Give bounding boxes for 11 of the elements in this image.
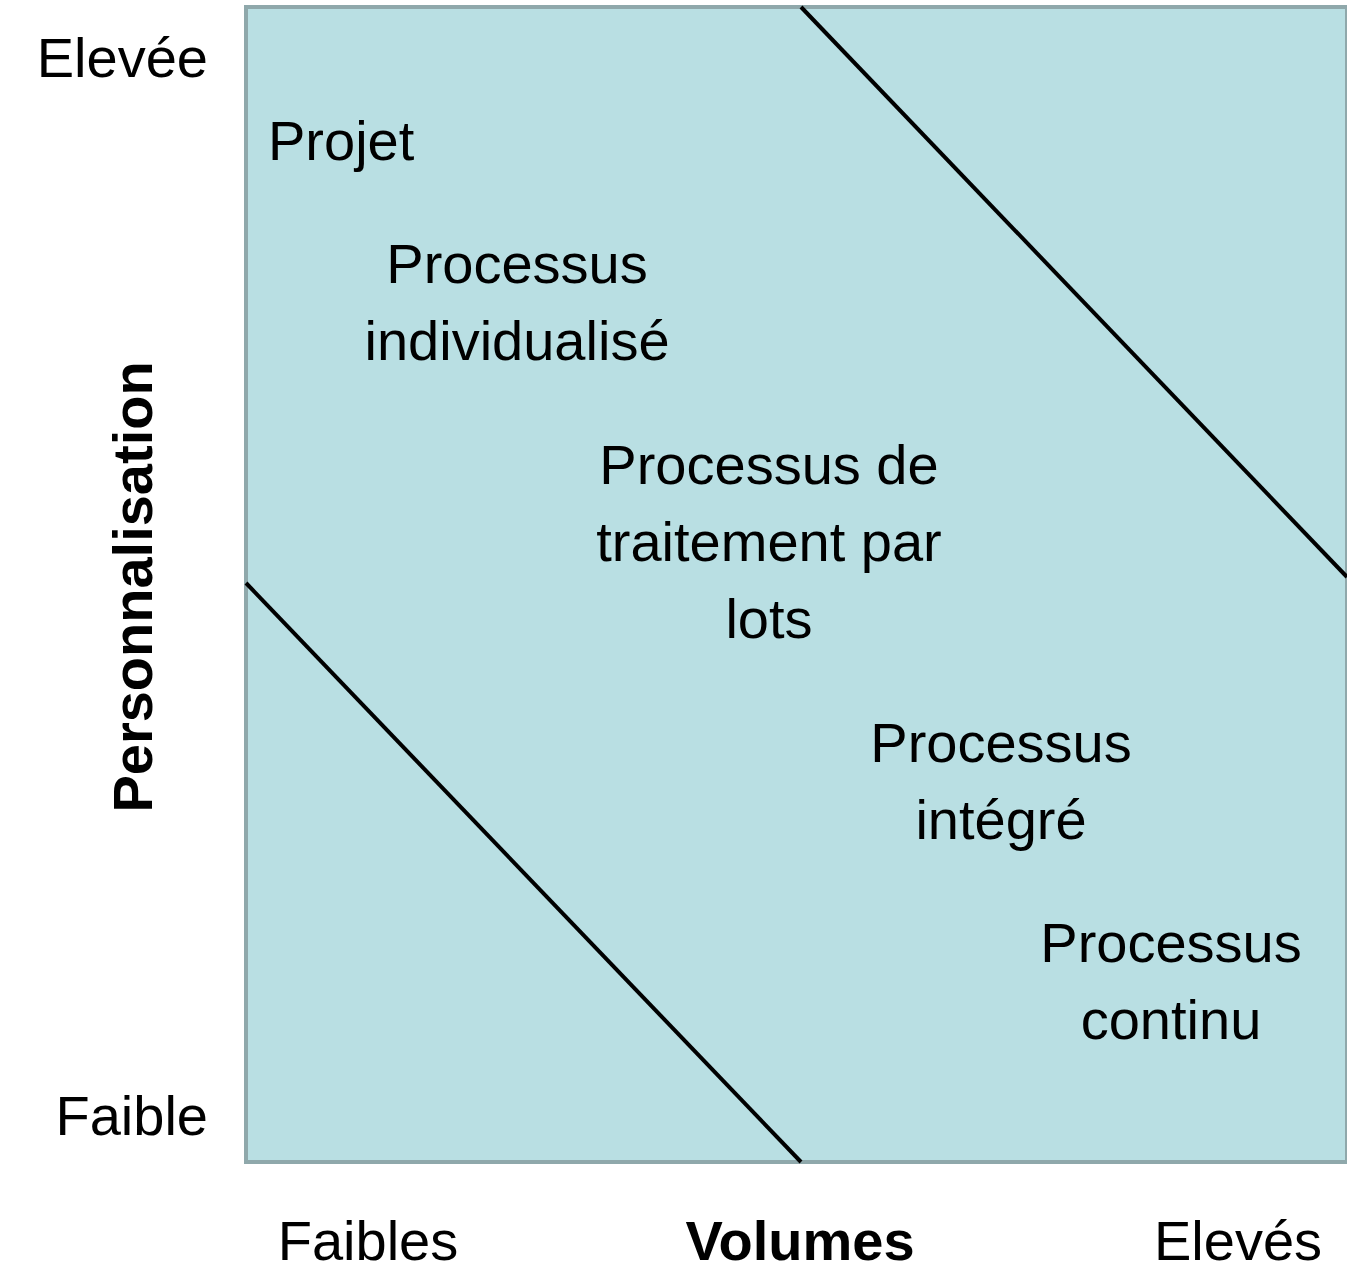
tick-label: Elevée xyxy=(35,24,208,91)
tick-label: Elevés xyxy=(1152,1207,1324,1267)
region-label: Processus continu xyxy=(1039,910,1303,1053)
tick-label: Faibles xyxy=(276,1207,460,1267)
region-label: Processus intégré xyxy=(869,710,1133,853)
region-label: Projet xyxy=(268,107,416,174)
tick-label: Faible xyxy=(54,1082,208,1149)
axis-label: Personnalisation xyxy=(99,361,165,813)
region-label: Processus individualisé xyxy=(363,231,671,374)
axis-label: Volumes xyxy=(684,1207,916,1267)
region-label: Processus de traitement par lots xyxy=(595,431,943,652)
